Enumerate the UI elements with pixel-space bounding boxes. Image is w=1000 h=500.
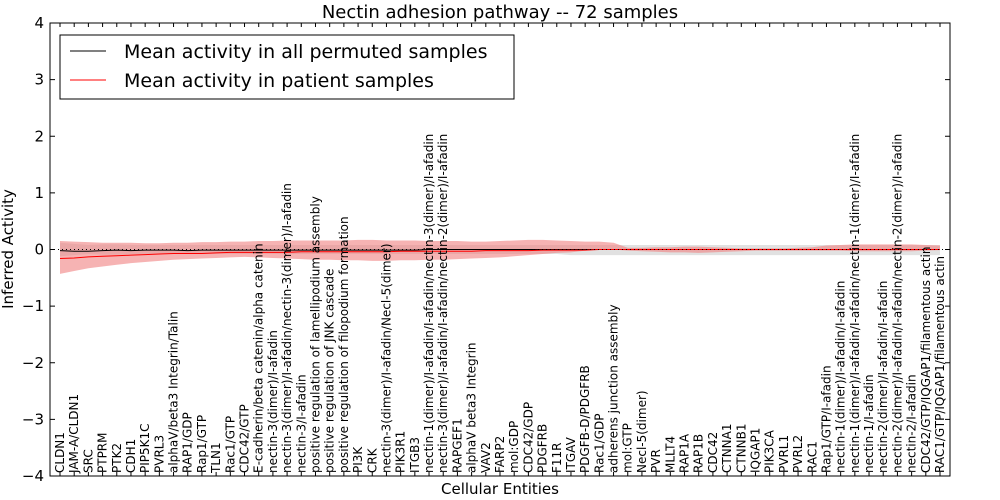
x-tick-label: E-cadherin/beta catenin/alpha catenin [252, 243, 266, 473]
y-tick-label: −4 [22, 467, 44, 485]
legend: Mean activity in all permuted samples Me… [59, 34, 515, 100]
x-tick-label: Rap1/GTP [195, 415, 209, 473]
x-tick-label: Necl-5(dimer) [635, 390, 649, 473]
y-tick-label: −1 [22, 297, 44, 315]
x-tick-label: RAC1 [805, 441, 819, 473]
y-axis-title: Inferred Activity [0, 189, 17, 309]
x-tick-label: mol:GDP [507, 421, 521, 473]
x-tick-label: PVRL2 [791, 435, 805, 473]
x-tick-label: adherens junction assembly [607, 304, 621, 473]
x-tick-label: FARP2 [493, 436, 507, 473]
x-tick-label: RAPGEF1 [450, 418, 464, 473]
x-tick-label: nectin-2/I-afadin [905, 374, 919, 473]
x-tick-label: nectin-3(dimer)/I-afadin/Necl-5(dimer) [379, 243, 393, 473]
x-tick-label: nectin-1/I-afadin [862, 374, 876, 473]
y-tick-label: 0 [34, 241, 44, 259]
x-tick-label: CTNNA1 [720, 423, 734, 473]
x-tick-label: VAV2 [479, 442, 493, 473]
series-line-patient [59, 249, 940, 260]
x-tick-label: nectin-1(dimer)/I-afadin/I-afadin/nectin… [848, 134, 862, 473]
x-tick-label: ITGB3 [408, 437, 422, 473]
axis-ticks: −4 −3 −2 −1 0 1 2 3 4 [22, 14, 950, 485]
x-tick-label: PVRL3 [152, 435, 166, 473]
x-tick-label: nectin-1(dimer)/I-afadin/I-afadin [834, 281, 848, 473]
y-tick-label: 2 [34, 127, 44, 145]
x-tick-label: JAM-A/CLDN1 [67, 394, 81, 474]
y-tick-label: 3 [34, 71, 44, 89]
x-tick-label: PVR [649, 449, 663, 473]
legend-label-patient: Mean activity in patient samples [124, 70, 434, 92]
x-tick-label: PIK3R1 [394, 431, 408, 473]
x-tick-label: PDGFRB [536, 424, 550, 473]
y-tick-label: 4 [34, 14, 44, 32]
x-tick-label: TLN1 [209, 442, 223, 474]
x-tick-label: MLLT4 [663, 436, 677, 473]
x-tick-label: nectin-2(dimer)/I-afadin/I-afadin/nectin… [890, 134, 904, 473]
x-tick-label: CDC42 [706, 432, 720, 473]
x-tick-label: nectin-3(dimer)/I-afadin/nectin-3(dimer)… [280, 183, 294, 473]
legend-box [59, 34, 515, 100]
x-tick-label: positive regulation of filopodium format… [337, 216, 351, 473]
x-tick-label: PVRL1 [777, 435, 791, 473]
x-tick-label: nectin-3/I-afadin [294, 374, 308, 473]
x-tick-label: CLDN1 [53, 432, 67, 473]
x-tick-label: PTK2 [110, 443, 124, 473]
legend-label-permuted: Mean activity in all permuted samples [124, 41, 487, 63]
x-tick-label: CDC42/GDP [521, 402, 535, 473]
x-tick-label: RAP1A [678, 433, 692, 473]
x-tick-label: alphaV/beta3 Integrin/Talin [167, 311, 181, 473]
x-axis-title: Cellular Entities [441, 480, 559, 498]
x-tick-label: positive regulation of JNK cascade [323, 269, 337, 473]
x-tick-label: CDC42/GTP/IQGAP1/filamentous actin [919, 247, 933, 473]
x-tick-label: nectin-3(dimer)/I-afadin/I-afadin/nectin… [436, 134, 450, 473]
x-tick-label: Rac1/GTP [223, 416, 237, 473]
x-tick-label: nectin-1(dimer)/I-afadin/I-afadin/nectin… [422, 134, 436, 473]
chart-title: Nectin adhesion pathway -- 72 samples [322, 2, 678, 23]
x-tick-label: nectin-2(dimer)/I-afadin/I-afadin [876, 281, 890, 473]
x-tick-label: F11R [550, 442, 564, 473]
x-tick-label: Rac1/GDP [592, 414, 606, 473]
x-tick-label: RAP1B [692, 434, 706, 473]
x-tick-label: PDGFB-D/PDGFRB [578, 365, 592, 473]
plot-frame [49, 22, 951, 477]
x-tick-label: RAP1/GDP [181, 412, 195, 473]
x-tick-label: Rap1/GTP/I-afadin [819, 365, 833, 473]
x-tick-label: IQGAP1 [748, 428, 762, 473]
x-tick-label: RAC1/GTP/IQGAP1/filamentous actin [933, 256, 947, 473]
x-tick-label: CTNNB1 [734, 423, 748, 473]
x-tick-label: nectin-3(dimer)/I-afadin [266, 330, 280, 473]
x-tick-label: positive regulation of lamellipodium ass… [308, 196, 322, 473]
band-patient [60, 239, 940, 274]
x-tick-label: mol:GTP [621, 423, 635, 473]
series-lines [50, 249, 950, 260]
x-tick-label: CDH1 [124, 439, 138, 473]
y-tick-label: −3 [22, 410, 44, 428]
x-tick-label: PTPRM [96, 433, 110, 474]
x-tick-label: alphaV beta3 Integrin [465, 342, 479, 473]
x-tick-label: CRK [365, 447, 379, 473]
y-tick-label: 1 [34, 184, 44, 202]
x-tick-label: PIP5K1C [138, 423, 152, 473]
x-tick-label: SRC [81, 449, 95, 473]
x-tick-label: CDC42/GTP [238, 404, 252, 473]
x-tick-label: PI3K [351, 446, 365, 473]
x-tick-label: PIK3CA [763, 429, 777, 473]
x-tick-label: ITGAV [564, 436, 578, 473]
y-tick-label: −2 [22, 354, 44, 372]
